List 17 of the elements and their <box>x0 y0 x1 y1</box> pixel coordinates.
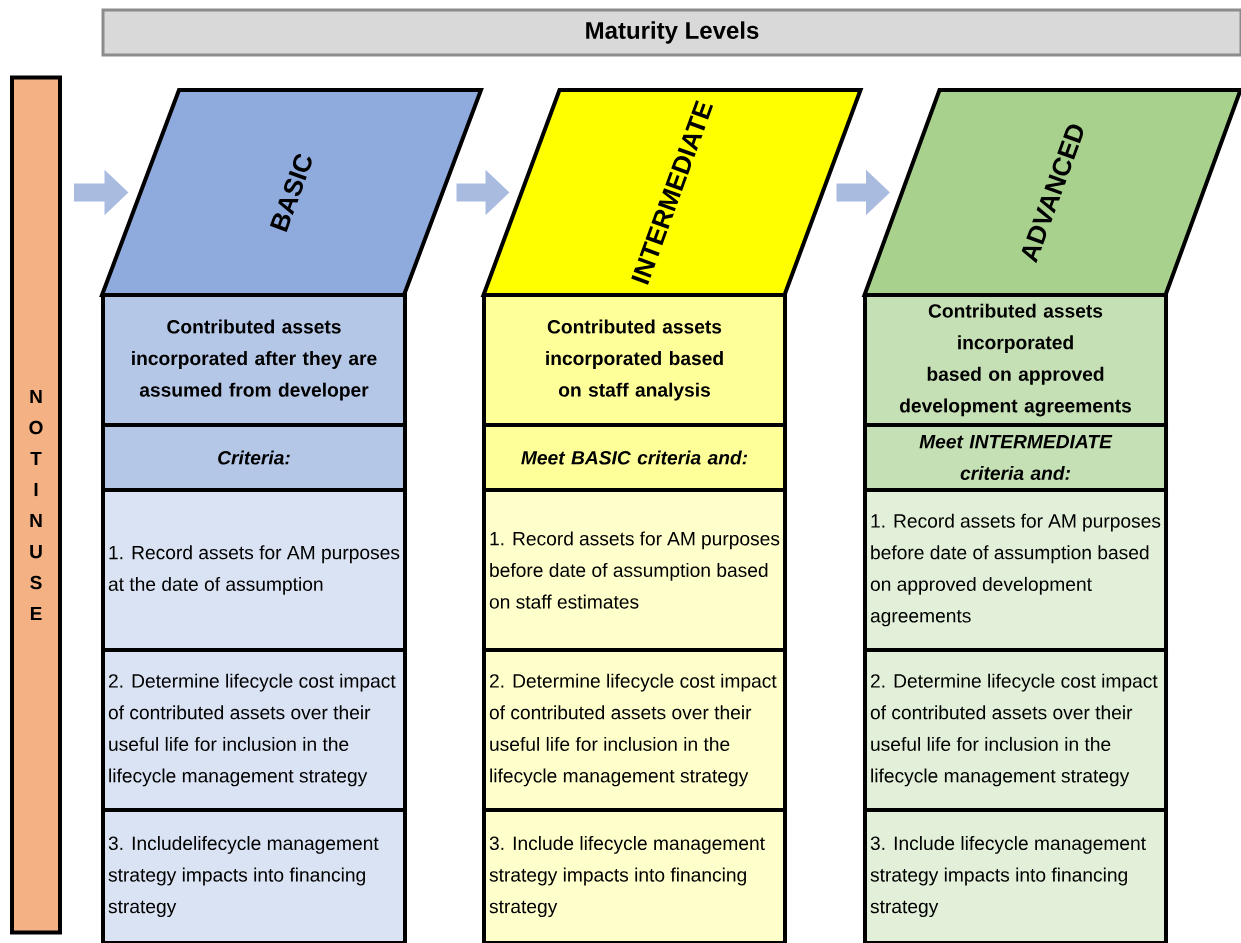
criteria-cell: Criteria: <box>101 423 407 492</box>
criterion-cell: 3. Include lifecycle management strategy impacts into financing strategy <box>863 808 1168 943</box>
criterion-cell: 3. Include lifecycle management strategy impacts into financing strategy <box>482 808 787 943</box>
title-bar: Maturity Levels <box>101 8 1241 57</box>
level-header-cell: Contributed assets incorporated based on staff analysis <box>482 293 787 427</box>
level-header-cell: Contributed assets incorporated based on approved development agreements <box>863 293 1168 427</box>
level-header-cell: Contributed assets incorporated after they are assumed from developer <box>101 293 407 427</box>
criterion-cell: 2. Determine lifecycle cost impact of contributed assets over their useful life for inclusion in the lifecycle management strategy <box>863 648 1168 812</box>
criterion-cell: 2. Determine lifecycle cost impact of contributed assets over their useful life for inclusion in the lifecycle management strategy <box>482 648 787 812</box>
criterion-cell: 1. Record assets for AM purposes before date of assumption based on approved development agreements <box>863 488 1168 652</box>
criterion-cell: 1. Record assets for AM purposes before date of assumption based on staff estimates <box>482 488 787 652</box>
criterion-cell: 2. Determine lifecycle cost impact of contributed assets over their useful life for inclusion in the lifecycle management strategy <box>101 648 407 812</box>
criteria-cell: Meet INTERMEDIATE criteria and: <box>863 423 1168 492</box>
side-bar: NOT IN USE <box>10 75 62 935</box>
criterion-cell: 1. Record assets for AM purposes at the date of assumption <box>101 488 407 652</box>
criteria-cell: Meet BASIC criteria and: <box>482 423 787 492</box>
criterion-cell: 3. Includelifecycle management strategy impacts into financing strategy <box>101 808 407 943</box>
